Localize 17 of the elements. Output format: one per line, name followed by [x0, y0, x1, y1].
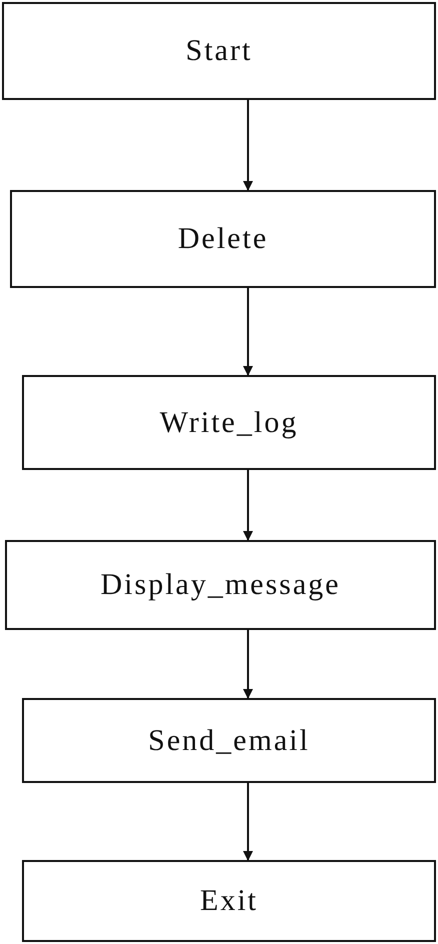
box-label: Start: [186, 34, 252, 68]
box-label: Display_message: [100, 568, 340, 602]
box-label: Send_email: [148, 724, 310, 758]
arrow: [243, 288, 253, 376]
box-label: Delete: [178, 222, 268, 256]
arrow: [243, 783, 253, 861]
process-box: [10, 190, 436, 288]
process-box: [5, 540, 436, 630]
process-box: [2, 2, 436, 100]
arrow: [243, 470, 253, 541]
box-label: Write_log: [160, 406, 298, 440]
process-box: [22, 698, 436, 783]
arrow: [243, 100, 253, 191]
box-label: Exit: [200, 884, 258, 918]
arrow: [243, 630, 253, 699]
process-box: [22, 375, 436, 470]
process-box: [22, 860, 436, 942]
